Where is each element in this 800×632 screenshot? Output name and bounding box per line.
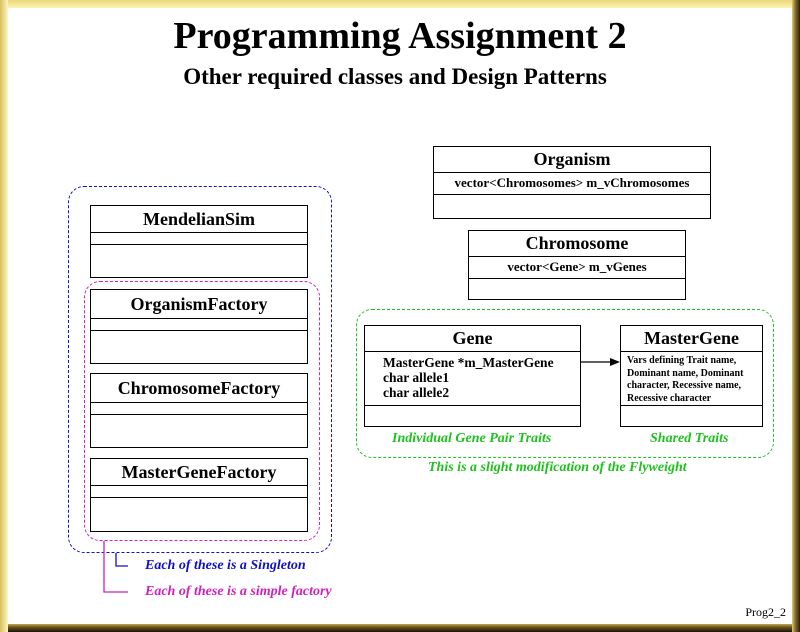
class-attributes — [91, 319, 307, 331]
individual-traits-label: Individual Gene Pair Traits — [392, 431, 552, 446]
class-name: MasterGeneFactory — [91, 459, 307, 486]
attribute: character, Recessive name, — [627, 380, 742, 391]
factory-note: Each of these is a simple factory — [145, 584, 332, 599]
attribute: Dominant name, Dominant — [627, 367, 744, 379]
attribute: char allele2 — [383, 385, 450, 400]
flyweight-note: This is a slight modification of the Fly… — [428, 460, 687, 475]
class-chromosome: Chromosome vector<Gene> m_vGenes — [468, 230, 686, 300]
class-attributes — [91, 233, 307, 245]
singleton-note: Each of these is a Singleton — [145, 558, 306, 573]
page-subtitle: Other required classes and Design Patter… — [183, 64, 607, 89]
page-title: Programming Assignment 2 — [173, 15, 627, 57]
class-name: Chromosome — [469, 231, 685, 257]
class-chromosomefactory: ChromosomeFactory — [90, 373, 308, 448]
class-name: MendelianSim — [91, 206, 307, 233]
frame-left — [0, 0, 8, 632]
frame-bottom — [0, 624, 800, 632]
class-attributes: Vars defining Trait name, Dominant name,… — [621, 352, 762, 406]
class-name: ChromosomeFactory — [91, 374, 307, 403]
class-attributes — [91, 403, 307, 415]
class-attributes: MasterGene *m_MasterGene char allele1 ch… — [365, 352, 580, 406]
attribute: Vars defining Trait name, — [627, 355, 737, 366]
singleton-leader-line — [115, 553, 128, 567]
class-name: OrganismFactory — [91, 290, 307, 319]
class-attributes: vector<Gene> m_vGenes — [469, 257, 685, 279]
class-attributes — [91, 486, 307, 498]
shared-traits-label: Shared Traits — [650, 431, 729, 446]
attribute: vector<Chromosomes> m_vChromosomes — [454, 175, 690, 190]
class-name: Organism — [434, 147, 710, 173]
arrowhead-icon — [610, 358, 620, 366]
class-organism: Organism vector<Chromosomes> m_vChromoso… — [433, 146, 711, 219]
frame-top — [0, 0, 800, 8]
factory-leader-line — [103, 541, 128, 593]
attribute: MasterGene *m_MasterGene — [383, 355, 554, 370]
class-mastergene: MasterGene Vars defining Trait name, Dom… — [620, 325, 763, 427]
class-mastergenefactory: MasterGeneFactory — [90, 458, 308, 532]
class-attributes: vector<Chromosomes> m_vChromosomes — [434, 173, 710, 195]
class-mendeliansim: MendelianSim — [90, 205, 308, 278]
frame-right — [792, 0, 800, 632]
attribute: Recessive character — [627, 392, 712, 404]
class-organismfactory: OrganismFactory — [90, 289, 308, 364]
class-name: MasterGene — [621, 326, 762, 352]
class-name: Gene — [365, 326, 580, 352]
class-gene: Gene MasterGene *m_MasterGene char allel… — [364, 325, 581, 427]
singleton-group — [68, 186, 332, 553]
attribute: vector<Gene> m_vGenes — [507, 259, 647, 274]
flyweight-group — [356, 309, 774, 458]
attribute: char allele1 — [383, 370, 450, 385]
page-label: Prog2_2 — [745, 605, 786, 619]
factory-group — [84, 281, 320, 541]
